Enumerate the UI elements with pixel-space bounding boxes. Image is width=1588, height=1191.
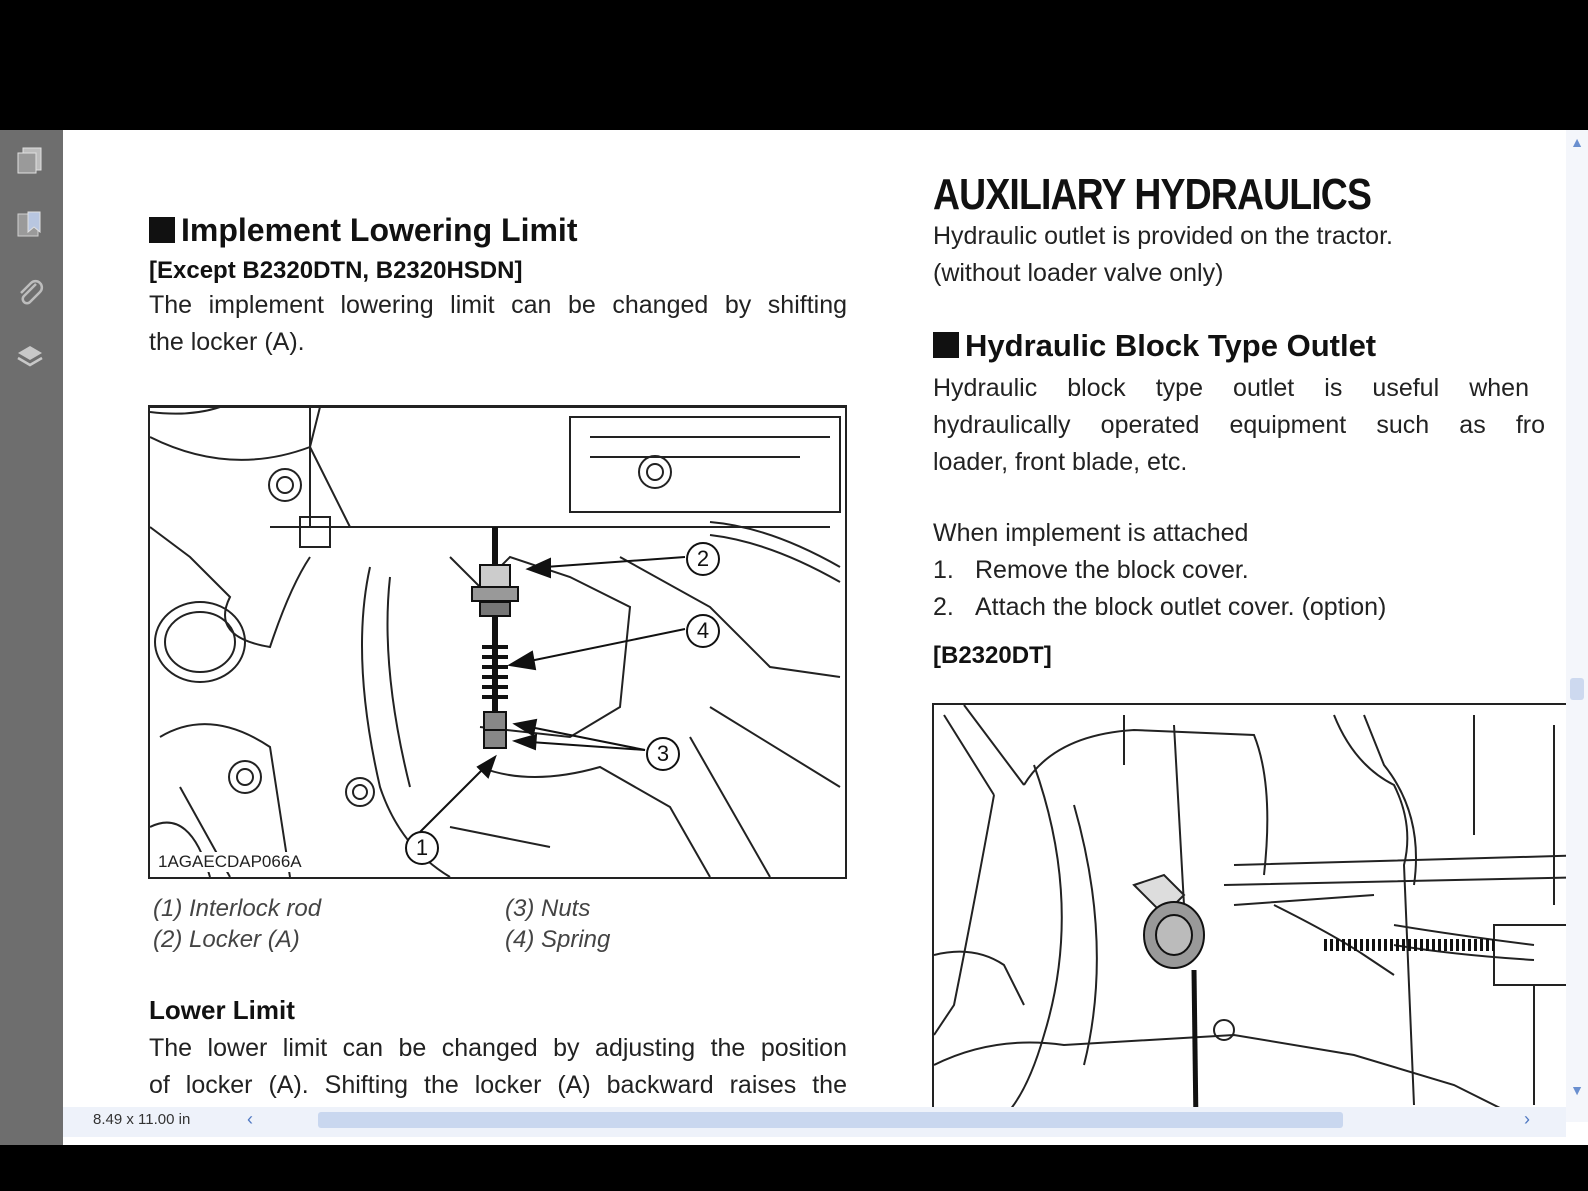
step-item: 1.Remove the block cover.	[933, 556, 1249, 584]
model-label: [B2320DT]	[933, 642, 1052, 669]
paragraph-line: The implement lowering limit can be chan…	[149, 291, 847, 319]
caption-spring: (4) Spring	[505, 926, 611, 953]
callout-2: 2	[686, 542, 720, 576]
intro-line: (without loader valve only)	[933, 259, 1224, 287]
layers-icon[interactable]	[12, 338, 48, 374]
caption-interlock-rod: (1) Interlock rod	[153, 895, 322, 922]
page-title: AUXILIARY HYDRAULICS	[933, 170, 1372, 219]
bullet-square-icon	[933, 332, 959, 358]
scroll-left-icon[interactable]: ‹	[247, 1109, 253, 1129]
page-size-label: 8.49 x 11.00 in	[93, 1111, 191, 1128]
when-attached-label: When implement is attached	[933, 519, 1249, 547]
paragraph-line: Hydraulic block type outlet is useful wh…	[933, 374, 1529, 402]
intro-line: Hydraulic outlet is provided on the trac…	[933, 222, 1393, 250]
status-bar: 8.49 x 11.00 in ‹ ›	[63, 1107, 1566, 1137]
section-heading: Implement Lowering Limit	[149, 212, 849, 249]
lower-limit-heading: Lower Limit	[149, 995, 295, 1025]
caption-locker: (2) Locker (A)	[153, 926, 300, 953]
callout-1: 1	[405, 831, 439, 865]
vertical-scroll-thumb[interactable]	[1570, 678, 1584, 700]
caption-nuts: (3) Nuts	[505, 895, 591, 922]
paragraph-line: hydraulically operated equipment such as…	[933, 411, 1545, 439]
paragraph-line: loader, front blade, etc.	[933, 448, 1188, 476]
callout-4: 4	[686, 614, 720, 648]
pages-icon[interactable]	[12, 142, 48, 178]
step-item: 2.Attach the block outlet cover. (option…	[933, 593, 1387, 621]
bullet-square-icon	[149, 217, 175, 243]
left-column: Implement Lowering Limit [Except B2320DT…	[149, 212, 849, 361]
lowering-limit-diagram: 2 4 3 1 1AGAECDAP066A	[148, 405, 847, 879]
callout-3: 3	[646, 737, 680, 771]
figure-code: 1AGAECDAP066A	[158, 852, 302, 872]
bookmarks-icon[interactable]	[12, 206, 48, 242]
attachments-icon[interactable]	[12, 274, 48, 310]
section-heading: Hydraulic Block Type Outlet	[933, 328, 1566, 364]
paragraph-line: The lower limit can be changed by adjust…	[149, 1034, 847, 1062]
paragraph-line: the locker (A).	[149, 328, 305, 356]
navigation-sidebar	[0, 130, 63, 1145]
scroll-up-icon[interactable]: ▲	[1570, 134, 1584, 150]
document-page: Implement Lowering Limit [Except B2320DT…	[63, 130, 1566, 1107]
vertical-scrollbar[interactable]: ▲ ▼	[1566, 130, 1588, 1122]
horizontal-scroll-thumb[interactable]	[318, 1112, 1343, 1128]
pdf-viewer: Implement Lowering Limit [Except B2320DT…	[0, 130, 1588, 1145]
block-outlet-diagram	[932, 703, 1566, 1107]
paragraph-line: of locker (A). Shifting the locker (A) b…	[149, 1071, 847, 1099]
scroll-down-icon[interactable]: ▼	[1570, 1082, 1584, 1098]
lower-limit-section: Lower Limit The lower limit can be chang…	[149, 995, 849, 1104]
right-column: AUXILIARY HYDRAULICS Hydraulic outlet is…	[933, 170, 1566, 670]
model-exception-label: [Except B2320DTN, B2320HSDN]	[149, 257, 523, 284]
scroll-right-icon[interactable]: ›	[1524, 1109, 1530, 1129]
